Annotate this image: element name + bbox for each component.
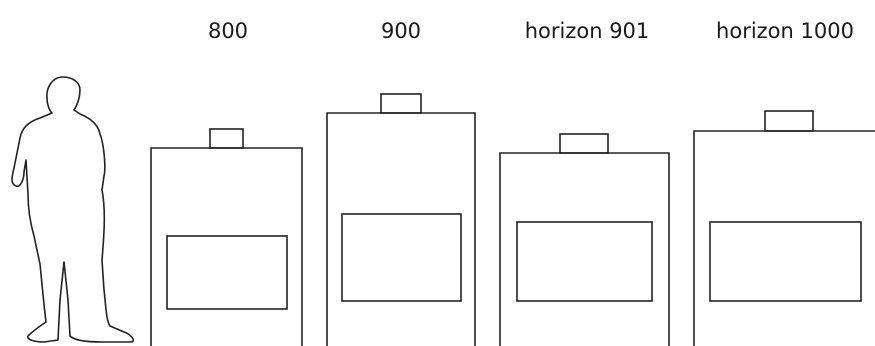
unit-900-cap [380, 93, 422, 114]
unit-horizon-901-body [499, 152, 670, 346]
unit-800 [150, 128, 303, 346]
model-label-horizon-1000: horizon 1000 [716, 19, 854, 43]
unit-800-body [150, 147, 303, 346]
unit-horizon-1000-cap [764, 110, 814, 132]
unit-horizon-901 [499, 133, 670, 346]
unit-900-window [341, 213, 462, 302]
unit-900-body [326, 112, 476, 346]
unit-800-window [166, 235, 288, 310]
model-label-horizon-901: horizon 901 [524, 19, 650, 43]
unit-horizon-901-window [516, 221, 653, 302]
unit-horizon-1000-body [693, 130, 875, 346]
unit-900 [326, 93, 476, 346]
model-label-900: 900 [380, 19, 422, 43]
unit-horizon-901-cap [559, 133, 609, 154]
unit-horizon-1000-window [709, 221, 862, 302]
model-label-800: 800 [207, 19, 249, 43]
human-silhouette-icon [11, 76, 135, 343]
unit-800-cap [209, 128, 244, 149]
unit-horizon-1000 [693, 110, 875, 346]
